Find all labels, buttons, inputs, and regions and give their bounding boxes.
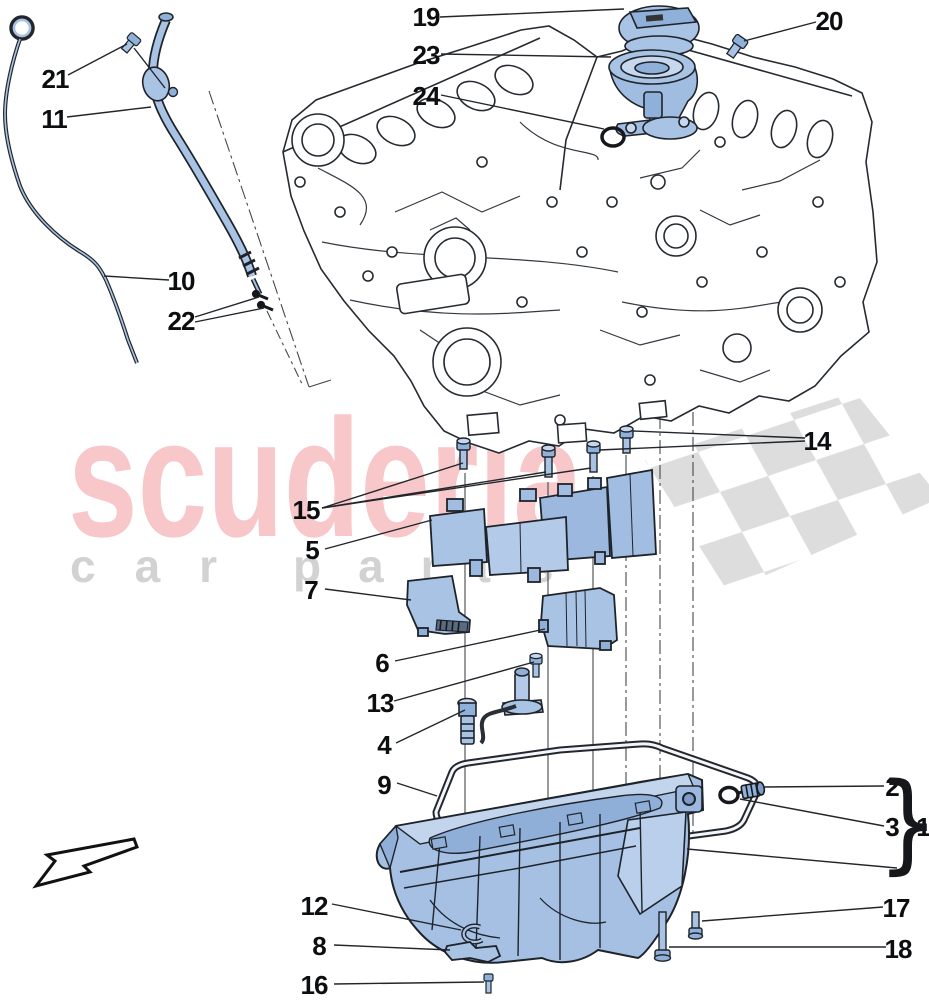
bolt-14 — [619, 425, 634, 454]
drain-plug-boss — [675, 785, 703, 813]
leader-lines — [66, 8, 898, 985]
engine-bosses — [291, 113, 823, 397]
oil-filler-cap — [618, 5, 700, 57]
dipstick — [2, 15, 139, 364]
bracket-screw — [483, 973, 494, 994]
side-cover-right — [538, 587, 618, 651]
group-brace: } — [877, 769, 929, 878]
engine-bolt-heads — [294, 136, 846, 426]
engine-illustration — [282, 25, 878, 454]
cover-bolts — [456, 425, 634, 478]
brand-watermark-tagline-word1: car — [70, 540, 256, 592]
sump-stud-long — [653, 911, 672, 962]
tube-bolt — [120, 32, 142, 54]
side-cover-left — [406, 575, 471, 637]
orientation-arrow — [32, 837, 139, 889]
sump-bolt-short — [687, 911, 704, 940]
sensor-bolt — [529, 652, 543, 678]
support-bracket — [443, 941, 502, 963]
engine-label-plate — [396, 273, 470, 315]
bolt-15c — [586, 440, 601, 473]
left-bank-ports — [337, 64, 534, 165]
oil-filler-funnel — [608, 49, 699, 140]
dipstick-tube — [141, 12, 263, 296]
bolt-15b — [541, 444, 556, 478]
oil-sump — [375, 772, 705, 964]
bolt-15a — [456, 437, 471, 470]
filler-bolt — [725, 33, 749, 60]
lower-cover-main — [429, 468, 657, 583]
tube-screws — [251, 289, 274, 312]
drain-plug-washer — [718, 785, 740, 805]
oil-level-sensor — [457, 667, 544, 745]
retaining-clip — [461, 923, 484, 945]
filler-o-ring — [600, 126, 626, 148]
checkered-flag-watermark — [645, 392, 929, 592]
